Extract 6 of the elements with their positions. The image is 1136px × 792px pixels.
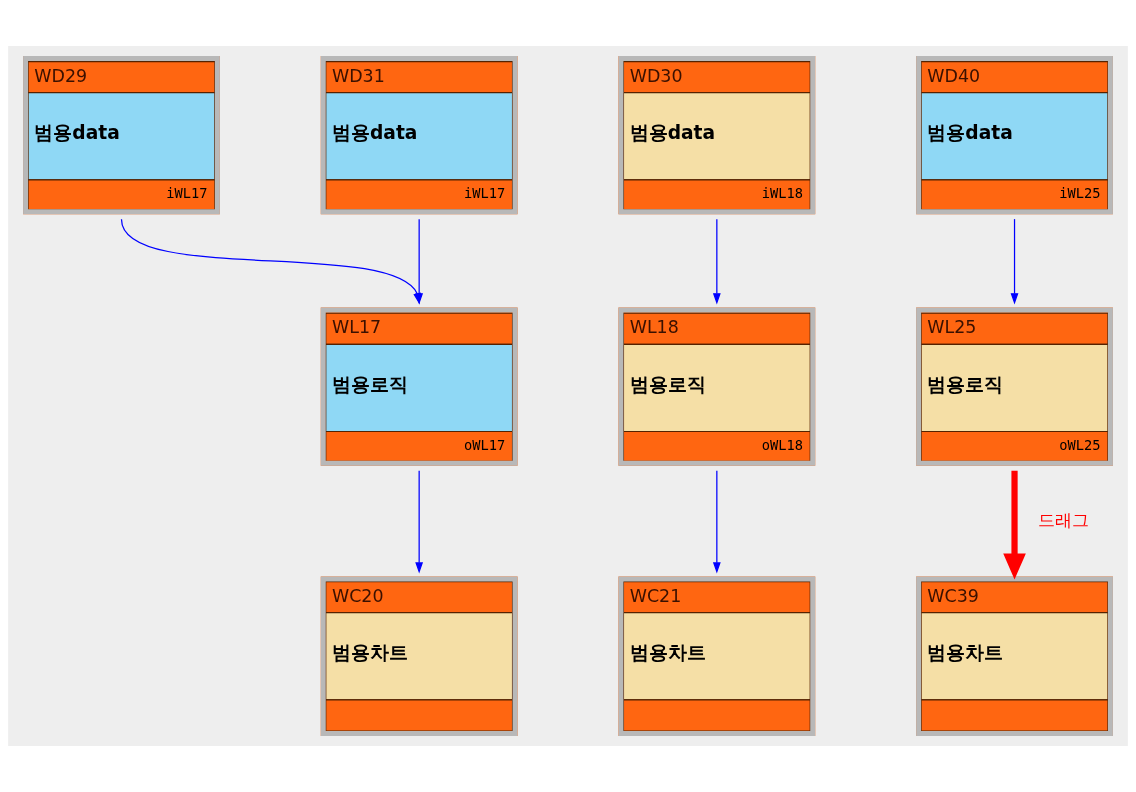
- arrow: [1010, 218, 1019, 305]
- edge-label: 드래그: [1037, 510, 1089, 531]
- arrow: [415, 470, 424, 574]
- arrow: [1003, 470, 1026, 580]
- arrow: [712, 470, 721, 574]
- arrow: [712, 218, 721, 305]
